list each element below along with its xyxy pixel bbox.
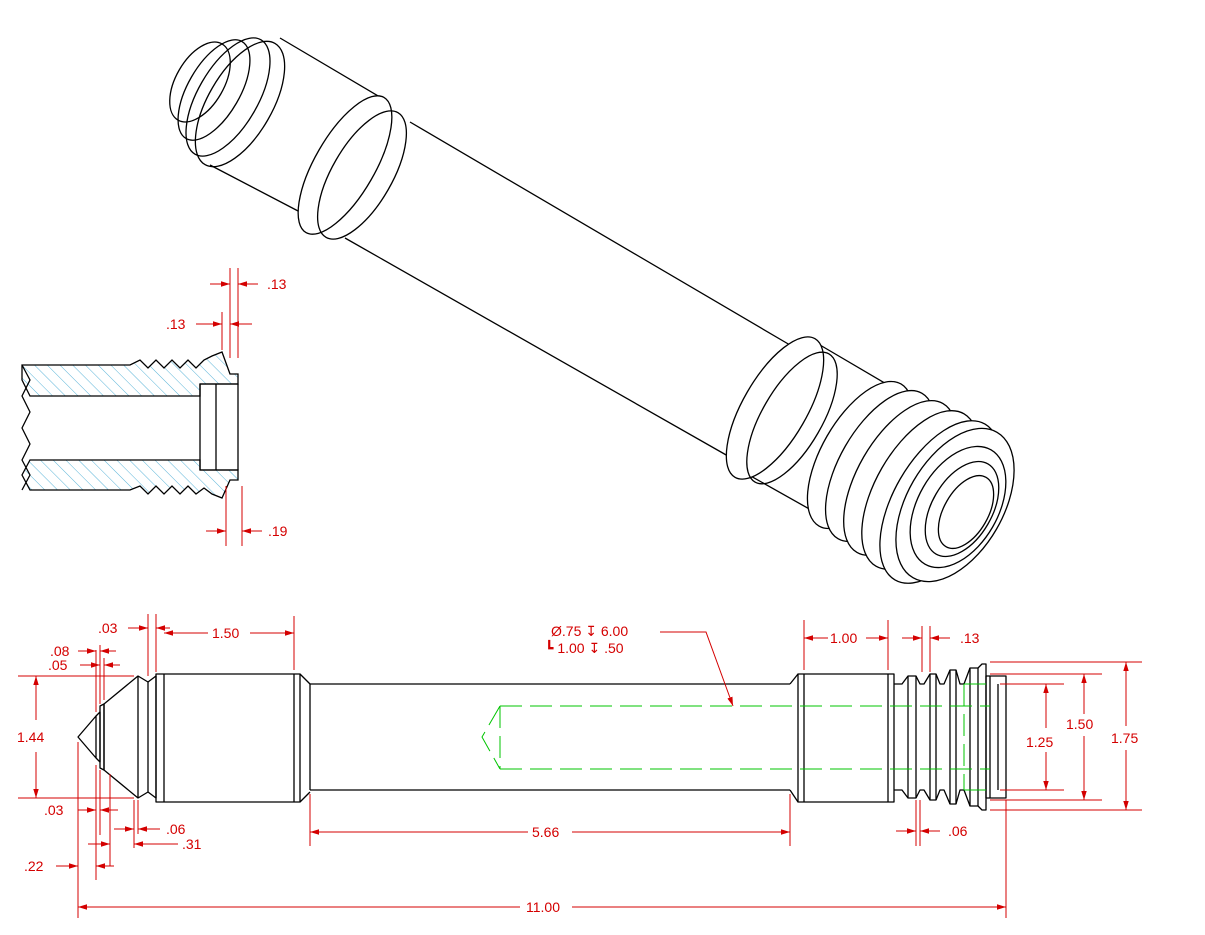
dim-thread-minor: 1.50 xyxy=(1066,716,1093,732)
section-upper-wall xyxy=(21,351,239,397)
dim-groove-a: .06 xyxy=(166,821,186,837)
dim-groove-b: .31 xyxy=(182,836,202,852)
dim-tip-diameter: 1.44 xyxy=(17,729,44,745)
bore-callout-line2: ┗ 1.00 ↧ .50 xyxy=(545,639,624,656)
iso-right-step-ellipse xyxy=(725,336,825,480)
dim-tip-small: .03 xyxy=(98,620,118,636)
iso-left-collar-top xyxy=(279,37,386,101)
section-break-line xyxy=(21,364,31,491)
iso-bore-inner xyxy=(937,475,995,549)
dim-tip-length: .22 xyxy=(24,858,44,874)
section-lower-wall xyxy=(21,459,239,499)
dim-tip-step-b: .05 xyxy=(48,657,68,673)
iso-bore-outer xyxy=(924,460,1000,558)
iso-end-face xyxy=(895,427,1015,583)
front-dimensions: .03 1.50 .08 .05 1.44 .03 .06 xyxy=(17,614,1142,918)
dim-bore-diameter: 1.25 xyxy=(1026,734,1053,750)
front-end-face xyxy=(985,675,1007,799)
dim-section-top-offset: .13 xyxy=(166,316,186,332)
dim-shaft-length: 5.66 xyxy=(532,824,559,840)
dim-thread-major: 1.75 xyxy=(1111,730,1138,746)
front-tip-cone xyxy=(77,715,97,759)
iso-left-end-ring-3 xyxy=(185,37,271,157)
iso-left-end-ring-4 xyxy=(194,40,286,168)
section-dimensions: .13 .13 .19 xyxy=(166,268,288,546)
front-shoulder xyxy=(155,673,301,803)
iso-right-collar-bottom xyxy=(739,469,821,516)
section-view xyxy=(21,351,239,499)
front-groove xyxy=(147,675,157,799)
dim-overall-length: 11.00 xyxy=(526,899,560,915)
dim-thread-land-length: 1.00 xyxy=(830,630,857,646)
bore-callout-line1: Ø.75 ↧ 6.00 xyxy=(551,623,628,639)
dim-section-top-width: .13 xyxy=(267,276,287,292)
section-counterbore xyxy=(199,383,239,471)
front-hidden-bore xyxy=(481,705,990,770)
iso-left-collar-bottom xyxy=(209,164,301,213)
front-right-collar xyxy=(797,673,895,803)
iso-shaft-top-edge xyxy=(409,121,791,346)
dim-section-bottom-width: .19 xyxy=(268,523,288,539)
front-hidden-counterbore xyxy=(963,683,990,791)
iso-shaft-bottom-edge xyxy=(344,237,736,461)
dim-tip-step-a: .08 xyxy=(50,643,70,659)
dim-thread-pitch: .13 xyxy=(960,630,980,646)
iso-left-step-inner xyxy=(316,110,408,240)
iso-end-face-ring xyxy=(909,445,1007,569)
dim-tip-offset: .03 xyxy=(44,802,64,818)
iso-right-step-inner xyxy=(746,351,838,485)
bore-callout-leader xyxy=(660,631,734,707)
dim-groove-width: .06 xyxy=(948,823,968,839)
iso-left-step-ellipse xyxy=(297,95,393,235)
front-nose-cone xyxy=(103,675,149,799)
isometric-view xyxy=(169,37,1015,584)
front-view xyxy=(77,663,1007,811)
dim-shoulder-length: 1.50 xyxy=(212,625,239,641)
